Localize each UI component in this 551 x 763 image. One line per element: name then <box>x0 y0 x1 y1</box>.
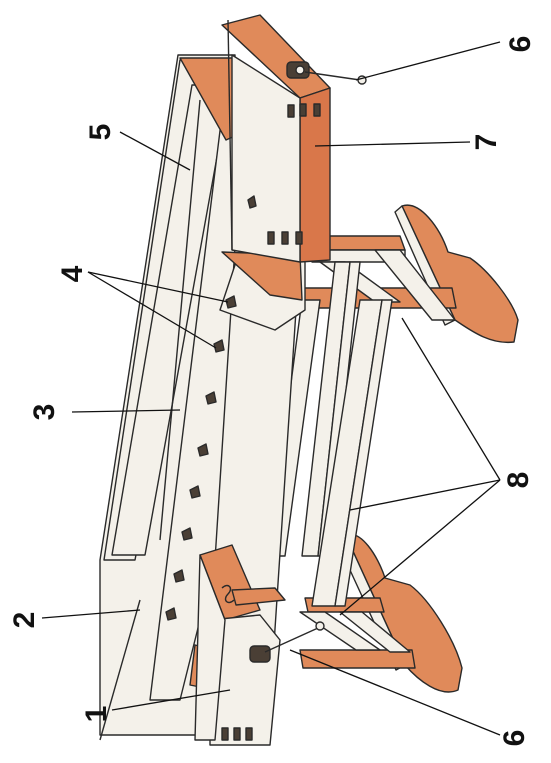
vise-screw-top <box>286 61 367 85</box>
label-4: 4 <box>56 265 89 282</box>
rear-trestle-legs <box>299 204 519 693</box>
label-6-bottom: 6 <box>498 730 531 747</box>
label-3: 3 <box>28 404 61 421</box>
label-8: 8 <box>502 472 535 489</box>
leader-lines <box>41 41 501 736</box>
label-5: 5 <box>84 124 117 141</box>
label-1: 1 <box>80 706 113 723</box>
label-7: 7 <box>470 134 503 151</box>
vise-screw-bottom <box>249 621 325 663</box>
callout-labels: 6 5 7 4 3 8 2 1 6 <box>8 36 537 747</box>
front-vise <box>194 544 286 746</box>
label-6-top: 6 <box>504 36 537 53</box>
label-2: 2 <box>8 612 41 629</box>
tail-vise <box>221 14 331 263</box>
